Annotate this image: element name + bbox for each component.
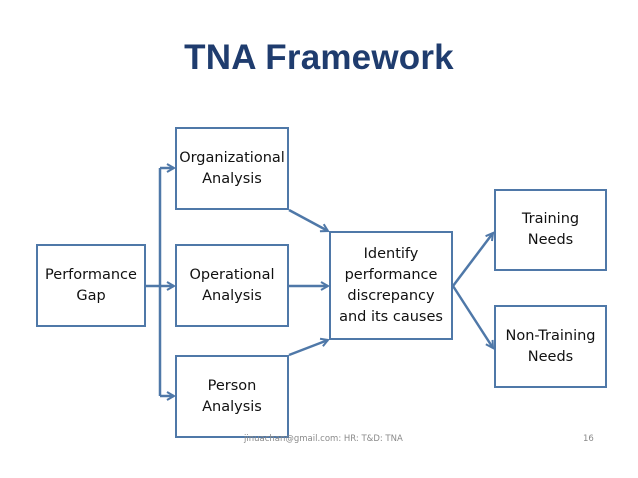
identify-discrepancy-box: Identify performance discrepancy and its… xyxy=(329,231,453,340)
person-analysis-label: Person Analysis xyxy=(202,377,262,415)
organizational-analysis-label: Organizational Analysis xyxy=(179,149,285,187)
analysis-to-identify-arrows xyxy=(288,208,328,357)
organizational-analysis-box: Organizational Analysis xyxy=(175,127,289,210)
non-training-needs-box: Non-Training Needs xyxy=(494,305,607,388)
operational-analysis-box: Operational Analysis xyxy=(175,244,289,327)
footer-text: jinuachan@gmail.com: HR: T&D: TNA xyxy=(244,434,403,444)
training-needs-label: Training Needs xyxy=(521,211,580,248)
slide-title: TNA Framework xyxy=(184,38,454,77)
arrow-person-to-identify xyxy=(288,340,328,357)
person-analysis-box: Person Analysis xyxy=(175,355,289,438)
identify-discrepancy-label: Identify performance discrepancy and its… xyxy=(339,245,443,325)
identify-to-needs-arrows xyxy=(451,233,493,348)
performance-gap-label: Performance Gap xyxy=(45,266,137,304)
performance-gap-box: Performance Gap xyxy=(36,244,146,327)
arrow-to-training-needs xyxy=(452,233,493,287)
page-number: 16 xyxy=(583,434,594,444)
training-needs-box: Training Needs xyxy=(494,189,607,271)
branch-connector xyxy=(146,168,174,396)
operational-analysis-label: Operational Analysis xyxy=(189,266,275,304)
arrow-to-non-training-needs xyxy=(451,285,493,348)
non-training-needs-label: Non-Training Needs xyxy=(505,327,596,365)
arrow-organizational-to-identify xyxy=(288,208,328,231)
